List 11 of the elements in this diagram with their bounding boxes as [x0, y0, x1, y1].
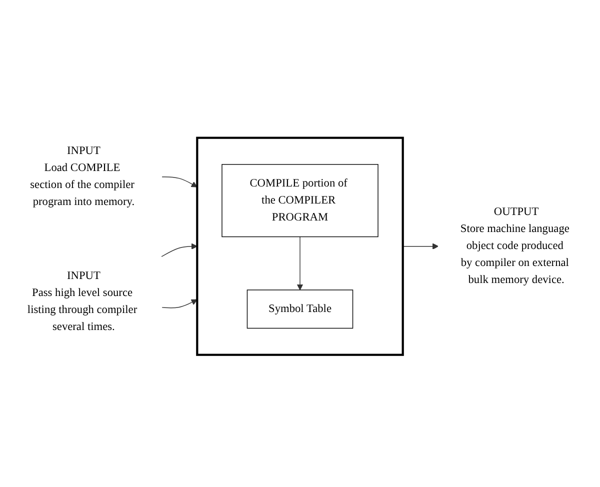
node-box: COMPILE portion of the COMPILER PROGRAM — [222, 164, 378, 238]
cluster — [196, 136, 404, 356]
arrow — [161, 176, 198, 188]
node-text: INPUT Load COMPILE section of the compiler program into memory. — [30, 144, 135, 208]
node-text: INPUT Pass high level source listing through compiler several times. — [27, 270, 138, 333]
arrow — [161, 299, 198, 308]
arrow — [160, 243, 198, 258]
node-text: OUTPUT Store machine language object code produced by compiler on external bulk memory device. — [460, 206, 570, 286]
arrow — [296, 236, 304, 290]
arrow — [402, 243, 439, 250]
node-box: Symbol Table — [246, 290, 354, 329]
